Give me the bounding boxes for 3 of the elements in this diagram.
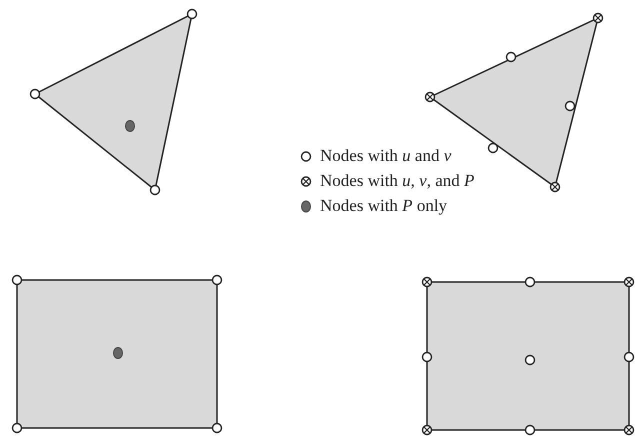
legend-text: Nodes with u and v bbox=[320, 146, 452, 166]
legend-text: Nodes with P only bbox=[320, 196, 448, 216]
legend-text: Nodes with u, v, and P bbox=[320, 171, 474, 191]
